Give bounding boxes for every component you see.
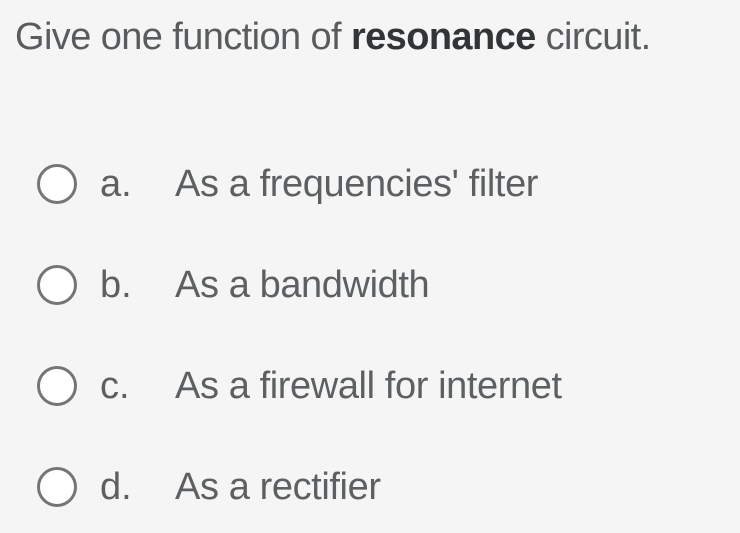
option-label: As a frequencies' filter — [175, 162, 539, 205]
option-label: As a bandwidth — [175, 263, 430, 306]
radio-button[interactable] — [37, 467, 77, 507]
question-text-before: Give one function of — [15, 16, 351, 58]
answer-option-a[interactable]: a. As a frequencies' filter — [0, 162, 562, 205]
option-label: As a firewall for internet — [175, 364, 562, 407]
option-letter: d. — [100, 465, 132, 508]
option-letter: a. — [100, 162, 132, 205]
question-text: Give one function of resonance circuit. — [15, 14, 651, 62]
answer-options: a. As a frequencies' filter b. As a band… — [0, 162, 562, 508]
option-letter: b. — [100, 263, 132, 306]
option-label: As a rectifier — [175, 465, 381, 508]
radio-button[interactable] — [37, 366, 77, 406]
option-letter: c. — [100, 364, 130, 407]
question-text-after: circuit. — [535, 16, 652, 58]
question-text-bold: resonance — [350, 16, 536, 58]
radio-button[interactable] — [37, 265, 77, 305]
radio-button[interactable] — [37, 164, 77, 204]
answer-option-b[interactable]: b. As a bandwidth — [0, 263, 562, 306]
answer-option-d[interactable]: d. As a rectifier — [0, 465, 562, 508]
answer-option-c[interactable]: c. As a firewall for internet — [0, 364, 562, 407]
